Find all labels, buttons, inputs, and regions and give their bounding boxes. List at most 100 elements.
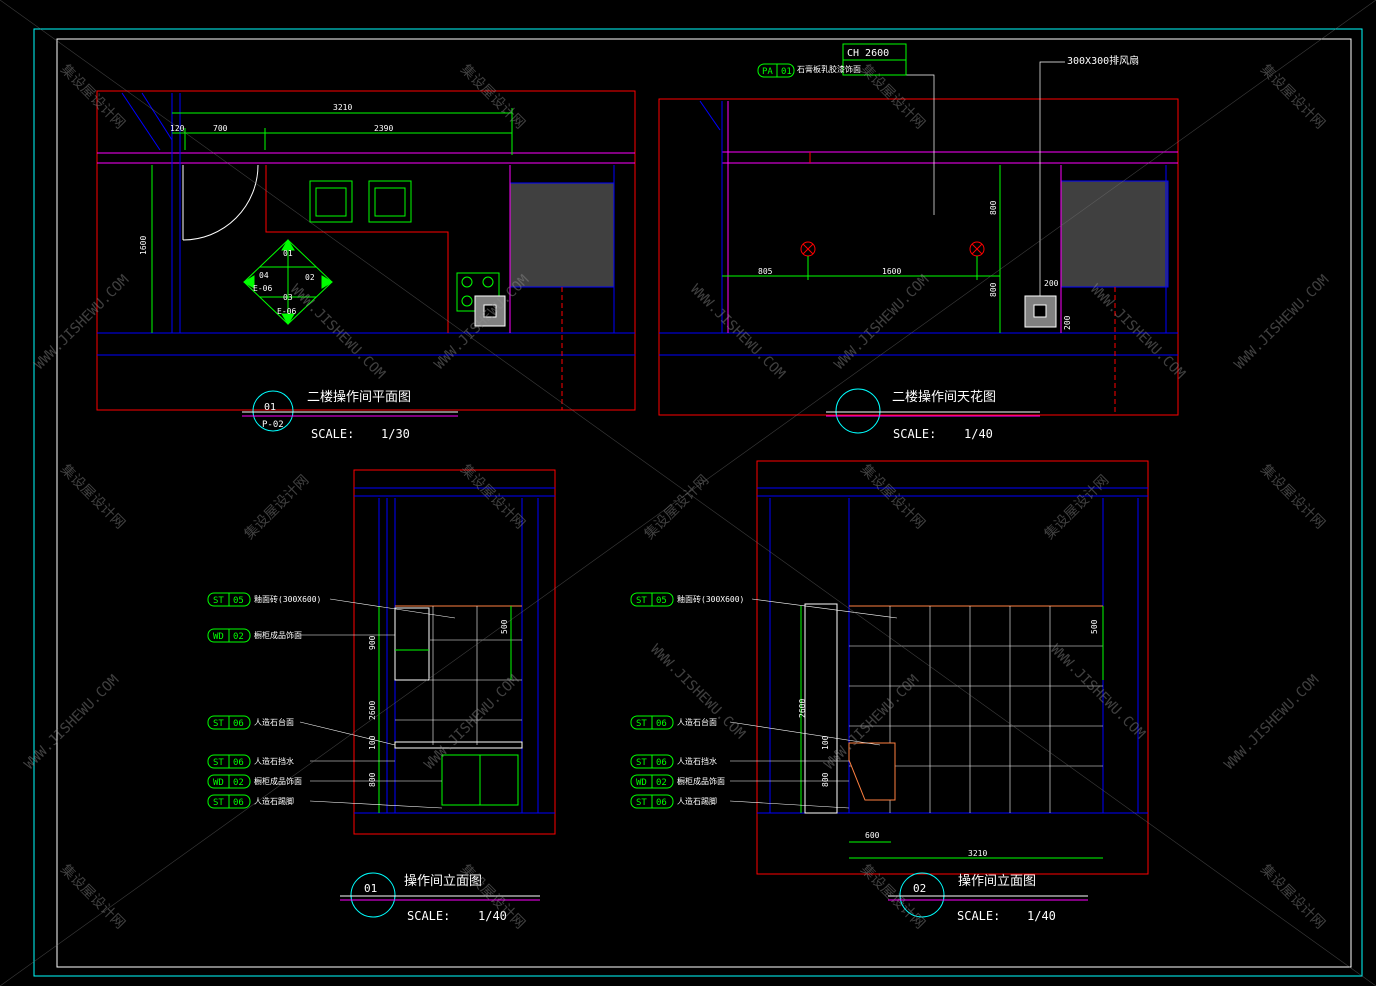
- watermark-text: 集设屋设计网: [1257, 861, 1328, 932]
- drawing-number-circle: [350, 872, 396, 918]
- scale-label: SCALE:: [957, 909, 1000, 923]
- tag-text: 橱柜成品饰面: [254, 630, 302, 640]
- watermark-text: WWW.JISHEWU.COM: [832, 272, 933, 373]
- tag-num: 01: [781, 67, 792, 77]
- material-tag: ST 06 人造石挡水: [207, 754, 395, 769]
- material-note: 石膏板乳胶漆饰面: [797, 64, 861, 74]
- tag-text: 橱柜成品饰面: [677, 776, 725, 786]
- dim-label: 700: [213, 124, 228, 133]
- material-tag: ST 05 釉面砖(300X600): [207, 592, 456, 619]
- ceiling-dimensions: [722, 165, 1001, 333]
- watermark-text: 集设屋设计网: [857, 461, 928, 532]
- elevation-02: 500 2600 100 800 600 3210 ST 05 釉面砖(300X…: [630, 460, 1149, 923]
- outer-frame: [33, 28, 1363, 977]
- ceiling-height: CH 2600: [847, 48, 889, 59]
- duct-box: [474, 295, 506, 327]
- ceiling-view: 805 1600 800 800 200 200 CH 2600 PA 01 石…: [658, 43, 1179, 441]
- tag-text: 人造石踢脚: [254, 796, 294, 806]
- material-tag: ST 05 釉面砖(300X600): [630, 592, 898, 619]
- dim-label: 3210: [968, 849, 987, 858]
- watermark-text: 集设屋设计网: [1257, 61, 1328, 132]
- dim-label: 200: [1044, 279, 1059, 288]
- tag-code: WD: [636, 778, 647, 788]
- dim-label: 100: [821, 735, 830, 750]
- tag-num: 06: [656, 719, 667, 729]
- watermark-text: WWW.JISHEWU.COM: [22, 672, 123, 773]
- dim-label: 800: [368, 772, 377, 787]
- wall-tiles: [849, 606, 1103, 813]
- tag-num: 05: [656, 596, 667, 606]
- tag-num: 02: [233, 778, 244, 788]
- symbol-label: 01: [283, 249, 293, 258]
- watermark-text: WWW.JISHEWU.COM: [1232, 272, 1333, 373]
- tag-num: 06: [656, 798, 667, 808]
- watermark-text: WWW.JISHEWU.COM: [1222, 672, 1323, 773]
- tag-num: 02: [233, 632, 244, 642]
- material-tag: WD 02 橱柜成品饰面: [630, 774, 849, 789]
- scale-label: SCALE:: [407, 909, 450, 923]
- dim-label: 900: [368, 635, 377, 650]
- appliance-block: [509, 182, 615, 288]
- tag-text: 人造石台面: [254, 717, 294, 727]
- watermark-text: 集设屋设计网: [457, 461, 528, 532]
- watermark-text: WWW.JISHEWU.COM: [287, 282, 388, 383]
- sink-icon: [309, 180, 412, 223]
- watermark-text: 集设屋设计网: [641, 471, 712, 542]
- material-tag: ST 06 人造石踢脚: [630, 794, 850, 809]
- tag-num: 06: [233, 798, 244, 808]
- tag-num: 06: [233, 719, 244, 729]
- scale-value: 1/30: [381, 427, 410, 441]
- material-tag: ST 06 人造石台面: [207, 715, 396, 746]
- tag-code: ST: [213, 719, 224, 729]
- tag-code: ST: [636, 798, 647, 808]
- tag-text: 人造石挡水: [677, 756, 717, 766]
- dim-label: 100: [368, 735, 377, 750]
- drawing-ref: P-02: [262, 420, 284, 430]
- dim-label: 500: [500, 619, 509, 634]
- tag-code: ST: [213, 758, 224, 768]
- elev2-dimensions: [800, 606, 1104, 859]
- material-tag: WD 02 橱柜成品饰面: [207, 628, 395, 643]
- tag-code: WD: [213, 778, 224, 788]
- drawing-number-circle: [252, 390, 294, 432]
- material-tag: [757, 63, 795, 78]
- section-symbol: [243, 239, 333, 325]
- tag-num: 02: [656, 778, 667, 788]
- tag-code: PA: [762, 67, 773, 77]
- tag-text: 釉面砖(300X600): [677, 594, 744, 604]
- dim-label: 2600: [798, 699, 807, 718]
- drawing-number-circle: [899, 872, 945, 918]
- dim-label: 800: [821, 772, 830, 787]
- watermark-text: 集设屋设计网: [857, 861, 928, 932]
- tag-code: ST: [213, 798, 224, 808]
- material-tag: ST 06 人造石踢脚: [207, 794, 443, 809]
- dim-label: 1600: [882, 267, 901, 276]
- vent-note: 300X300排风扇: [1067, 54, 1139, 67]
- appliance-block: [1060, 180, 1169, 288]
- scale-label: SCALE:: [311, 427, 354, 441]
- tag-num: 06: [233, 758, 244, 768]
- tag-code: ST: [213, 596, 224, 606]
- inner-frame: [56, 38, 1352, 968]
- dim-label: 120: [170, 124, 185, 133]
- drawing-title: 二楼操作间平面图: [307, 389, 411, 405]
- symbol-label: 03: [283, 293, 293, 302]
- watermark-text: 集设屋设计网: [57, 461, 128, 532]
- tag-num: 06: [656, 758, 667, 768]
- dim-label: 800: [989, 282, 998, 297]
- material-tag: ST 06 人造石台面: [630, 715, 881, 746]
- tag-code: WD: [213, 632, 224, 642]
- scale-value: 1/40: [1027, 909, 1056, 923]
- scale-value: 1/40: [964, 427, 993, 441]
- tag-text: 釉面砖(300X600): [254, 594, 321, 604]
- scale-label: SCALE:: [893, 427, 936, 441]
- watermark-text: 集设屋设计网: [857, 61, 928, 132]
- material-tag: ST 06 人造石挡水: [630, 754, 849, 769]
- tag-text: 人造石踢脚: [677, 796, 717, 806]
- watermark-text: WWW.JISHEWU.COM: [432, 272, 533, 373]
- watermark-text: WWW.JISHEWU.COM: [1047, 642, 1148, 743]
- scale-value: 1/40: [478, 909, 507, 923]
- drawing-number-circle: [835, 388, 881, 434]
- watermark-text: 集设屋设计网: [457, 61, 528, 132]
